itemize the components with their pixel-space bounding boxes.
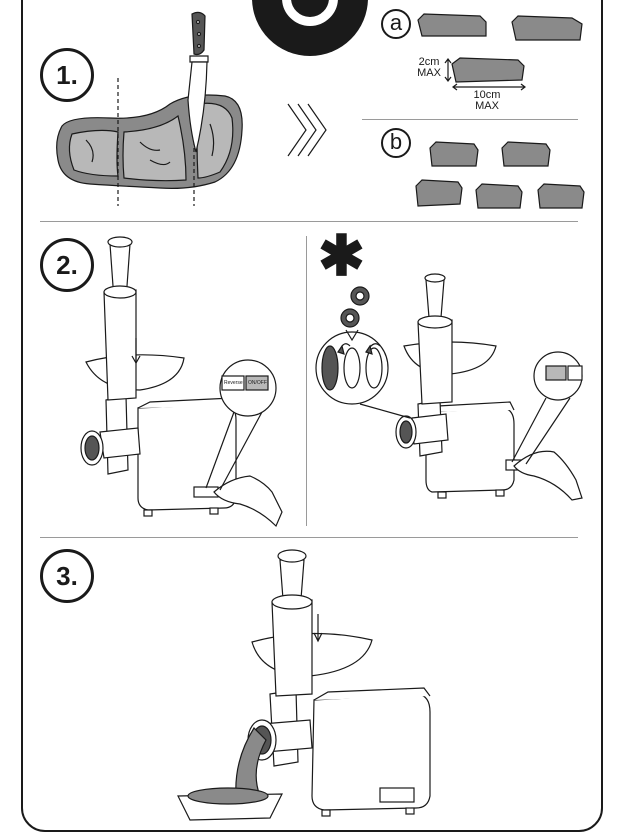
onoff-button-label: ON/OFF [248, 380, 267, 386]
option-b-badge: b [381, 128, 411, 158]
down-arrow-icon [131, 338, 141, 365]
section-divider-vertical [306, 236, 307, 526]
section-divider-2 [40, 537, 578, 538]
reverse-button-label: Reverse [224, 380, 243, 386]
length-dimension-label: 10cm MAX [473, 89, 501, 112]
height-dimension-label: 2cm MAX [417, 56, 441, 79]
step-3-badge: 3. [40, 549, 94, 603]
meat-strips-a [417, 13, 583, 83]
gear-icon [340, 286, 370, 328]
section-divider-1 [40, 221, 578, 222]
knife-icon [187, 11, 209, 153]
logo-ring [282, 0, 338, 26]
down-arrow-icon [313, 614, 323, 643]
note-asterisk: ✱ [318, 224, 365, 287]
chevron-arrows-icon [287, 103, 327, 157]
meat-cubes-b [415, 141, 585, 209]
rotation-arrow-icon [337, 343, 381, 355]
step-2-badge: 2. [40, 238, 94, 292]
manual-frame [21, 0, 603, 832]
step-1-badge: 1. [40, 48, 94, 102]
option-divider [362, 119, 578, 120]
option-a-badge: a [381, 9, 411, 39]
